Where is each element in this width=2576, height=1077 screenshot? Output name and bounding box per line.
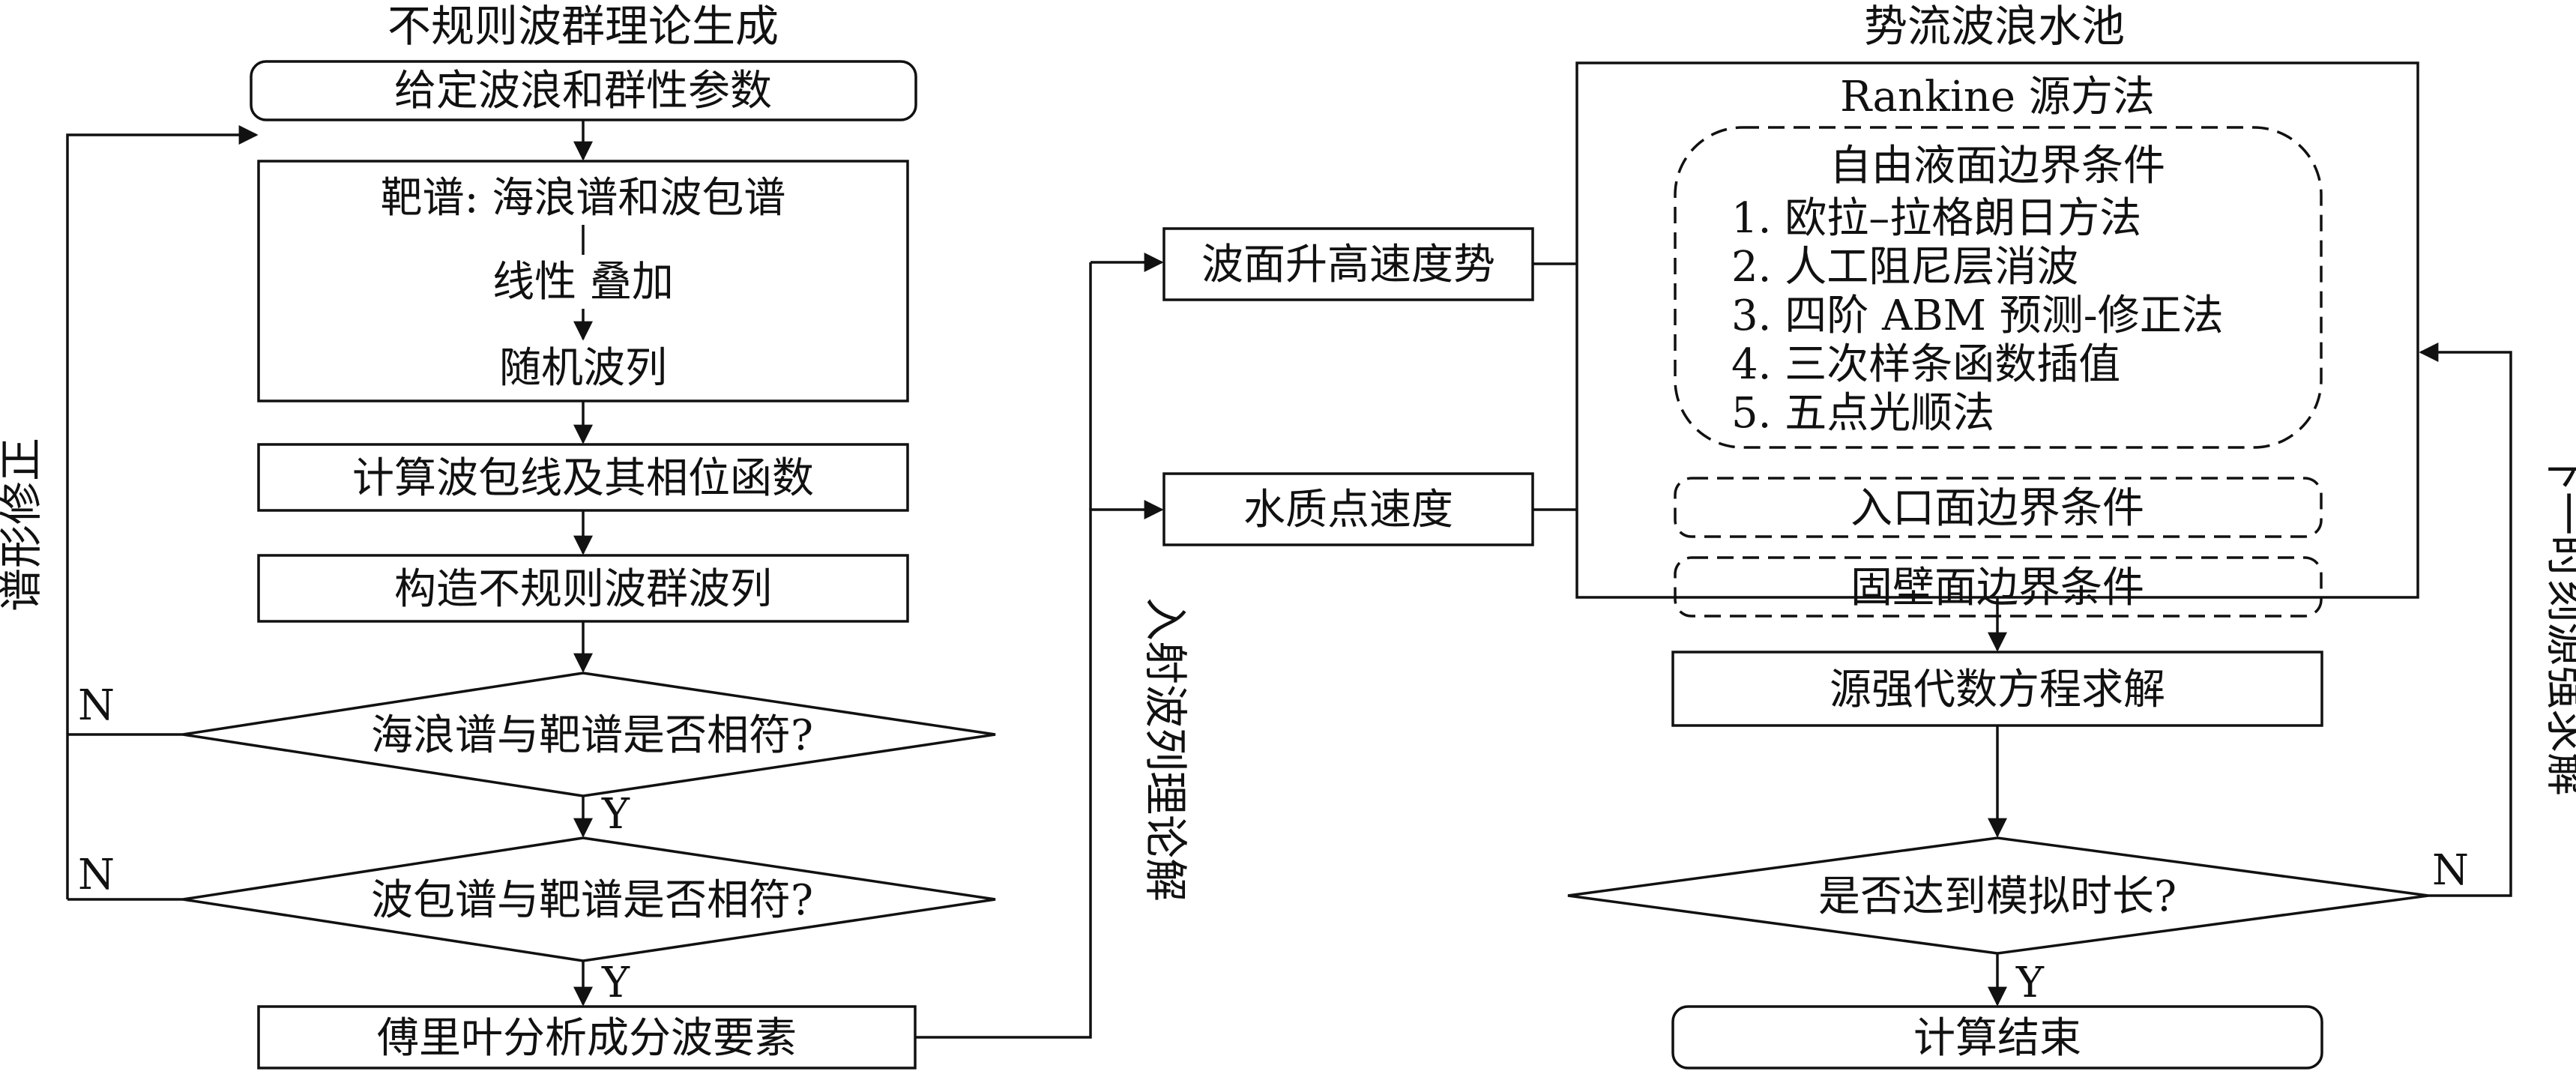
decision1-yes-label: Y: [601, 790, 630, 839]
incident-wave-theory-label: 入射波列理论解: [1140, 597, 1191, 902]
sea-spectrum-check-text: 海浪谱与靶谱是否相符?: [371, 711, 813, 760]
calculation-end-text: 计算结束: [1913, 1014, 2081, 1063]
right-section-title: 势流波浪水池: [1864, 1, 2125, 52]
free-surface-item-4: 4. 三次样条函数插值: [1731, 340, 2120, 389]
envelope-spectrum-check-text: 波包谱与靶谱是否相符?: [371, 876, 813, 925]
decision2-yes-label: Y: [601, 959, 630, 1007]
calculation-end-box: [1671, 1005, 2323, 1070]
construct-wave-group-box: [257, 554, 909, 623]
free-surface-item-3: 3. 四阶 ABM 预测-修正法: [1731, 292, 2224, 340]
particle-velocity-text: 水质点速度: [1243, 486, 1453, 534]
linear-superposition-text: 线性 叠加: [492, 258, 674, 307]
envelope-phase-box: [257, 443, 909, 512]
source-strength-solve-text: 源强代数方程求解: [1830, 666, 2165, 714]
target-spectrum-text: 靶谱: 海浪谱和波包谱: [381, 174, 786, 223]
next-step-solve-label: 下一时刻源强求解: [2542, 448, 2576, 796]
decision2-no-label: N: [78, 851, 115, 899]
spectrum-correction-label: 谱形修正: [0, 438, 46, 612]
decision1-no-label: N: [78, 681, 115, 730]
inlet-bc-text: 入口面边界条件: [1850, 484, 2144, 533]
rankine-method-label: Rankine 源方法: [1840, 73, 2155, 121]
fourier-analysis-box: [257, 1005, 917, 1070]
free-surface-bc-title: 自由液面边界条件: [1830, 142, 2165, 190]
free-surface-item-1: 1. 欧拉–拉格朗日方法: [1731, 194, 2141, 243]
duration-yes-label: Y: [2015, 959, 2045, 1007]
free-surface-item-5: 5. 五点光顺法: [1731, 389, 1994, 438]
simulation-duration-text: 是否达到模拟时长?: [1818, 872, 2177, 921]
random-wave-train-text: 随机波列: [499, 344, 667, 393]
free-surface-bc-box: [1674, 126, 2323, 449]
spectrum-synthesis-box: [257, 160, 909, 402]
fourier-analysis-text: 傅里叶分析成分波要素: [377, 1014, 797, 1063]
envelope-phase-text: 计算波包线及其相位函数: [352, 454, 814, 503]
inlet-bc-box: [1674, 477, 2323, 538]
elevation-potential-text: 波面升高速度势: [1201, 241, 1495, 289]
free-surface-item-2: 2. 人工阻尼层消波: [1731, 243, 2078, 292]
duration-no-label: N: [2432, 846, 2469, 895]
rankine-method-box: [1575, 61, 2419, 599]
left-section-title: 不规则波群理论生成: [387, 1, 779, 52]
construct-wave-group-text: 构造不规则波群波列: [394, 565, 772, 614]
particle-velocity-box: [1162, 472, 1534, 546]
start-parameters-text: 给定波浪和群性参数: [394, 67, 772, 115]
